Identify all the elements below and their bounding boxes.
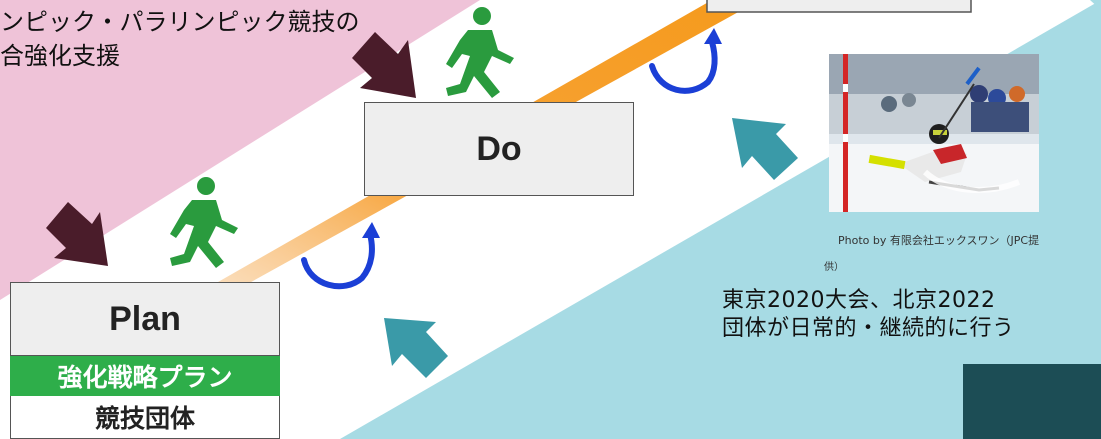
strategy-plan-label: 強化戦略プラン: [10, 356, 280, 396]
runner-icon: [170, 177, 238, 268]
do-box: Do: [364, 102, 634, 196]
up-left-arrow-icon: [732, 118, 798, 180]
top-box: [706, 0, 972, 13]
down-right-arrow-icon: [46, 202, 108, 266]
photo-caption-suffix: 供）: [824, 262, 844, 273]
cycle-arrow-icon: [301, 231, 375, 290]
pink-band: [0, 0, 480, 300]
result-text-line2: 団体が日常的・継続的に行う: [722, 316, 1015, 341]
runner-icon: [446, 7, 514, 98]
plan-box: Plan: [10, 282, 280, 356]
down-right-arrow-icon: [352, 32, 416, 98]
skier-photo: [829, 54, 1039, 212]
photo-caption: Photo by 有限会社エックスワン（JPC提: [838, 234, 1040, 247]
cycle-arrow-icon: [649, 39, 718, 94]
support-text-line2: 合強化支援: [0, 42, 120, 70]
result-text-line1: 東京2020大会、北京2022: [722, 288, 996, 313]
support-text-line1: ンピック・パラリンピック競技の: [0, 8, 360, 36]
dark-panel: [963, 364, 1101, 439]
up-left-arrow-icon: [384, 318, 448, 378]
sports-organization-label: 競技団体: [10, 396, 280, 439]
